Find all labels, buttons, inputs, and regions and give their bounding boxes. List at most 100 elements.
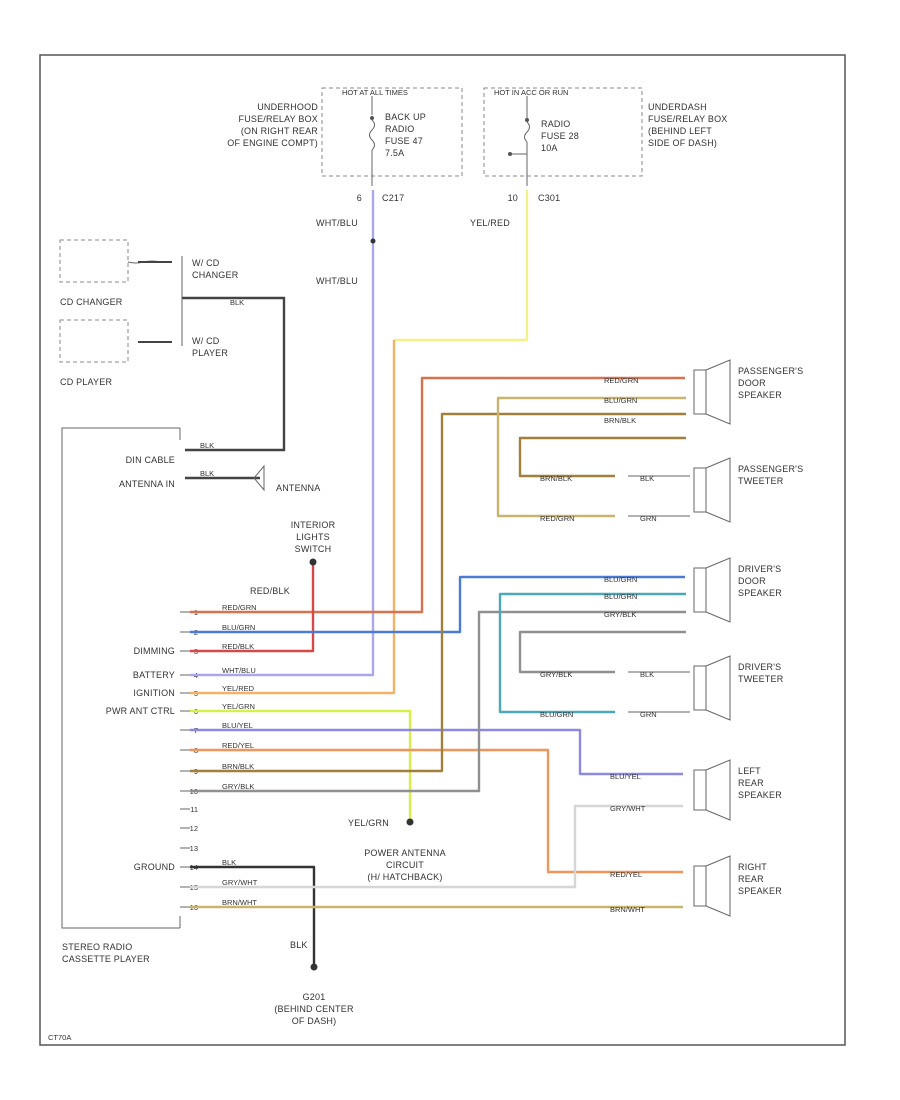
speaker-name: DOOR [738, 378, 766, 388]
speaker-cone [705, 655, 731, 721]
svg-text:10: 10 [508, 193, 518, 203]
svg-text:7.5A: 7.5A [385, 148, 404, 158]
svg-text:RED/BLK: RED/BLK [250, 586, 290, 596]
pin-number: 12 [190, 824, 198, 833]
speaker-cone [705, 359, 731, 425]
label: BLU/YEL [610, 772, 641, 781]
svg-text:POWER ANTENNA: POWER ANTENNA [364, 848, 446, 858]
speaker-name: REAR [738, 778, 764, 788]
pin-label: PWR ANT CTRL [106, 706, 175, 716]
pin-label: IGNITION [133, 688, 175, 698]
wire-brn-blk [190, 412, 686, 773]
wire-label: BLU/GRN [222, 623, 255, 632]
svg-text:OF DASH): OF DASH) [292, 1016, 337, 1026]
svg-text:CD CHANGER: CD CHANGER [60, 297, 123, 307]
label: BRN/BLK [540, 474, 572, 483]
svg-text:FUSE/RELAY BOX: FUSE/RELAY BOX [648, 114, 728, 124]
pin-label: GROUND [134, 862, 175, 872]
wire-label: GRY/WHT [222, 878, 258, 887]
driver-door-speaker: DRIVER'S DOOR SPEAKER [693, 557, 782, 623]
svg-text:STEREO RADIO: STEREO RADIO [62, 942, 132, 952]
speaker-magnet [693, 467, 707, 513]
speaker-name: SPEAKER [738, 588, 782, 598]
svg-text:PLAYER: PLAYER [192, 348, 228, 358]
wire-blu-yel [190, 728, 683, 776]
wire-blu-grn [190, 575, 685, 634]
footer-code: CT70A [48, 1033, 71, 1042]
svg-text:BLK: BLK [200, 441, 214, 450]
speaker-cone [705, 759, 731, 821]
wire-red-yel [190, 748, 683, 874]
wire-wht-blu [190, 190, 375, 677]
pin-number: 11 [190, 805, 198, 814]
svg-text:INTERIOR: INTERIOR [291, 520, 336, 530]
wire-gry-blk [190, 610, 686, 793]
speaker-magnet [693, 369, 707, 415]
ground-point: G201 (BEHIND CENTER OF DASH) [274, 992, 353, 1026]
wire-drv-tweet [518, 630, 686, 674]
svg-text:BLK: BLK [290, 940, 308, 950]
speakers: PASSENGER'S DOOR SPEAKER PASSENGER'STWEETER… [693, 359, 803, 917]
label: RED/GRN [540, 514, 575, 523]
svg-text:YEL/GRN: YEL/GRN [348, 818, 389, 828]
label: BLK [640, 670, 654, 679]
speaker-name: DOOR [738, 576, 766, 586]
svg-text:C301: C301 [538, 193, 560, 203]
wire-red-blk [190, 562, 315, 653]
radio-wire-labels: RED/GRNBLU/GRNRED/BLKWHT/BLUYEL/REDYEL/G… [222, 603, 258, 907]
wire-label: BRN/WHT [222, 898, 257, 907]
svg-text:FUSE 47: FUSE 47 [385, 136, 423, 146]
wire-label: RED/GRN [222, 603, 257, 612]
speaker-magnet [693, 865, 707, 907]
wire-label: BRN/BLK [222, 762, 254, 771]
speaker-name: REAR [738, 874, 764, 884]
speaker-name: LEFT [738, 766, 761, 776]
wire-yel [394, 190, 529, 342]
speaker-name: TWEETER [738, 674, 784, 684]
label: GRN [640, 514, 657, 523]
svg-text:WHT/BLU: WHT/BLU [316, 218, 358, 228]
label: GRY/BLK [540, 670, 572, 679]
label: GRN [640, 710, 657, 719]
antenna: BLK ANTENNA [185, 464, 320, 493]
left-rear-speaker: LEFT REAR SPEAKER [693, 759, 782, 821]
svg-text:CASSETTE PLAYER: CASSETTE PLAYER [62, 954, 150, 964]
svg-text:CHANGER: CHANGER [192, 270, 239, 280]
svg-text:6: 6 [357, 193, 362, 203]
svg-text:SWITCH: SWITCH [295, 544, 332, 554]
din-cable-wire [182, 296, 286, 452]
svg-text:W/ CD: W/ CD [192, 258, 220, 268]
speaker-cone [705, 855, 731, 917]
label: BRN/BLK [604, 416, 636, 425]
svg-text:DIN CABLE: DIN CABLE [126, 455, 175, 465]
driver-tweeter: DRIVER'S TWEETER [693, 655, 784, 721]
speaker-name: PASSENGER'S [738, 464, 803, 474]
svg-text:UNDERHOOD: UNDERHOOD [257, 102, 318, 112]
svg-text:G201: G201 [303, 992, 326, 1002]
wire-yel-red [190, 340, 396, 695]
svg-text:OF ENGINE COMPT): OF ENGINE COMPT) [227, 138, 318, 148]
wire-ground [190, 865, 316, 967]
speaker-name: SPEAKER [738, 790, 782, 800]
speaker-name: DRIVER'S [738, 564, 781, 574]
svg-text:RADIO: RADIO [541, 119, 571, 129]
speaker-name: SPEAKER [738, 390, 782, 400]
diagram-frame [39, 54, 846, 1046]
speaker-name: DRIVER'S [738, 662, 781, 672]
svg-text:(ON RIGHT REAR: (ON RIGHT REAR [241, 126, 318, 136]
label: GRY/BLK [604, 610, 636, 619]
svg-text:CD PLAYER: CD PLAYER [60, 377, 112, 387]
wire-gry-wht [190, 804, 683, 889]
svg-text:SIDE OF DASH): SIDE OF DASH) [648, 138, 717, 148]
right-fuse-box: HOT IN ACC OR RUN UNDERDASH FUSE/RELAY B… [483, 87, 728, 203]
svg-text:HOT AT ALL TIMES: HOT AT ALL TIMES [342, 88, 408, 97]
speaker-cone [705, 457, 731, 523]
label: BLU/GRN [540, 710, 573, 719]
svg-text:BACK UP: BACK UP [385, 112, 426, 122]
cd-player: CD PLAYER W/ CD PLAYER [59, 319, 228, 387]
speaker-cone [705, 557, 731, 623]
label: BRN/WHT [610, 905, 645, 914]
